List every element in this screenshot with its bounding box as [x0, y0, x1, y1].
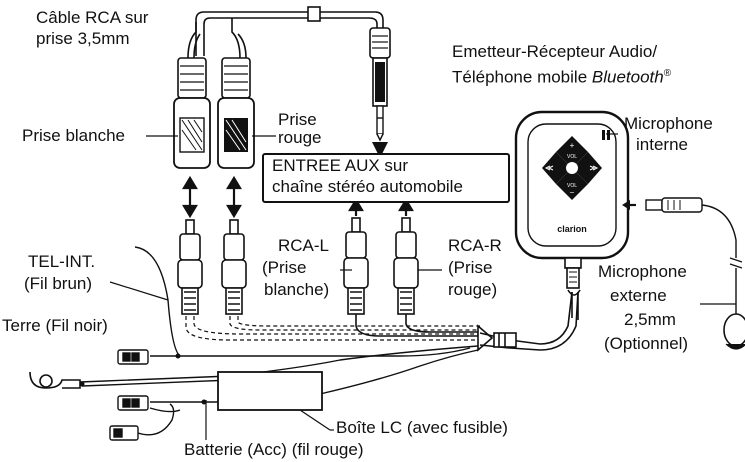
brand-logo: clarion — [557, 224, 587, 234]
label-tel-int-2: (Fil brun) — [24, 274, 93, 293]
rca-leads-solid — [355, 314, 480, 337]
label-terre: Terre (Fil noir) — [2, 316, 108, 335]
junction-dot — [175, 353, 181, 359]
jack-35mm-plug — [369, 27, 391, 142]
aux-line-1: ENTREE AUX sur — [272, 156, 409, 175]
prev-icon — [544, 165, 554, 171]
label-reg-mark: ® — [663, 68, 672, 79]
junction-dot — [79, 381, 85, 387]
tel-int-connector — [117, 349, 149, 365]
label-rca-l-3: blanche) — [264, 280, 330, 299]
label-batterie: Batterie (Acc) (fil rouge) — [184, 440, 364, 459]
label-cable-rca-1: Câble RCA sur — [36, 8, 149, 27]
female-rca-white — [173, 57, 211, 169]
label-micro-externe-4: (Optionnel) — [604, 334, 689, 353]
female-rca-red — [217, 57, 255, 169]
control-pad[interactable] — [542, 136, 602, 200]
label-micro-externe-2: externe — [610, 286, 667, 305]
male-rca-plugs-left — [177, 219, 247, 315]
label-rca-l-1: RCA-L — [278, 236, 330, 255]
label-rca-r-2: (Prise — [448, 258, 493, 277]
lc-box — [217, 371, 323, 411]
label-micro-interne-1: Microphone — [624, 114, 713, 133]
harness-junction — [477, 291, 579, 352]
label-rca-l-2: (Prise — [262, 258, 307, 277]
label-boite-lc: Boîte LC (avec fusible) — [336, 418, 508, 437]
aux-line-2: chaîne stéréo automobile — [272, 177, 463, 196]
vol-up-label: VOL — [567, 154, 577, 160]
battery-connector — [109, 395, 175, 441]
vol-up-plus: + — [570, 141, 575, 150]
label-prise-rouge-1: Prise — [278, 110, 317, 129]
label-micro-externe-1: Microphone — [598, 262, 687, 281]
label-bluetooth: Bluetooth — [591, 67, 664, 87]
vol-down-label: VOL — [567, 183, 577, 189]
aux-input-box: ENTREE AUX sur chaîne stéréo automobile — [262, 153, 510, 203]
leader-lines — [109, 135, 442, 440]
label-cable-rca-2: prise 3,5mm — [36, 29, 130, 48]
up-arrows-rca — [348, 197, 414, 216]
label-emetteur-2-prefix: Téléphone mobile — [452, 67, 592, 87]
label-rca-r-1: RCA-R — [448, 236, 502, 255]
rca-to-jack-cable — [187, 11, 384, 59]
dashed-leads — [185, 316, 480, 341]
ground-ring-terminal — [29, 371, 81, 389]
label-emetteur-2: Téléphone mobile Bluetooth® — [452, 64, 671, 88]
label-tel-int-1: TEL-INT. — [28, 252, 96, 271]
microphone-grille — [602, 130, 610, 140]
vol-down-minus: − — [570, 188, 575, 197]
next-icon — [589, 165, 599, 171]
label-prise-blanche: Prise blanche — [22, 126, 126, 145]
cable-clip — [307, 6, 321, 22]
male-rca-plugs-right — [343, 217, 419, 315]
connect-arrows — [182, 175, 242, 219]
external-microphone — [622, 197, 745, 350]
label-prise-rouge-2: rouge — [278, 128, 322, 147]
label-emetteur-1: Emetteur-Récepteur Audio/ — [452, 42, 658, 61]
bluetooth-module: + VOL VOL − clarion — [514, 110, 630, 296]
label-micro-externe-3: 2,5mm — [624, 310, 676, 329]
junction-dot — [201, 399, 207, 405]
label-micro-interne-2: interne — [636, 135, 688, 154]
label-rca-r-3: rouge) — [448, 280, 498, 299]
lc-box-leader — [299, 409, 331, 431]
